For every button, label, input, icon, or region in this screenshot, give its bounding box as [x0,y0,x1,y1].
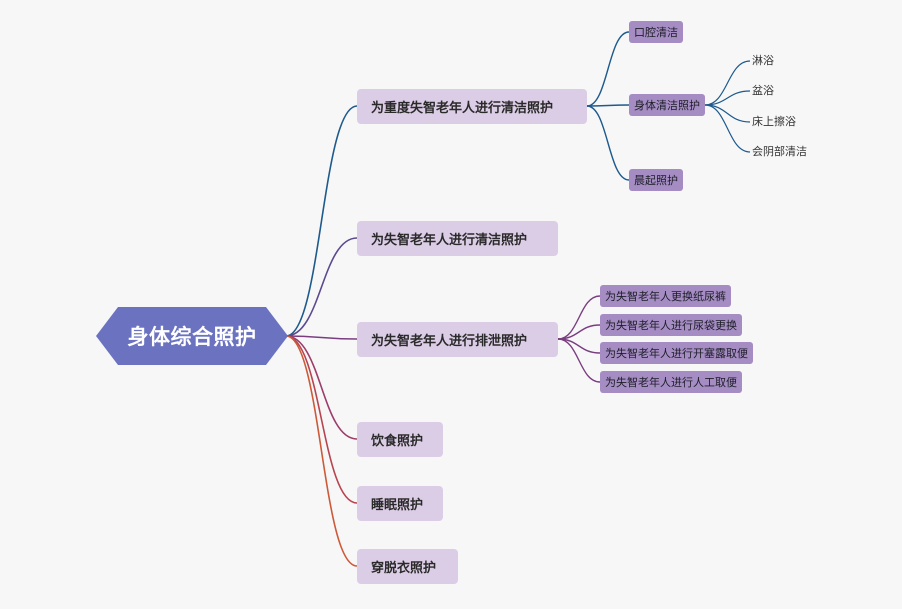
branch-node-5[interactable]: 睡眠照护 [357,486,443,521]
branch-node-4[interactable]: 饮食照护 [357,422,443,457]
leaf-node[interactable]: 床上擦浴 [752,115,796,128]
leaf-connector [704,104,751,123]
subtopic-node[interactable]: 为失智老年人进行开塞露取便 [600,342,753,364]
subtopic-connector [557,295,601,340]
root-branch-connector [285,335,358,440]
branch-label: 饮食照护 [371,434,424,449]
subtopic-node[interactable]: 为失智老年人进行尿袋更换 [600,314,742,336]
root-branch-connector [285,335,358,504]
root-hexagon-shape [96,307,288,365]
leaf-connector [704,104,751,153]
root-branch-connector [285,237,358,337]
subtopic-node[interactable]: 为失智老年人进行人工取便 [600,371,742,393]
branch-node-2[interactable]: 为失智老年人进行清洁照护 [357,221,558,256]
leaf-node[interactable]: 盆浴 [752,84,774,97]
branch-label: 为重度失智老年人进行清洁照护 [371,101,554,116]
branch-node-3[interactable]: 为失智老年人进行排泄照护 [357,322,558,357]
root-branch-connector [285,105,358,337]
leaf-node[interactable]: 会阴部清洁 [752,145,807,158]
branch-label: 为失智老年人进行排泄照护 [371,334,528,349]
branch-node-1[interactable]: 为重度失智老年人进行清洁照护 [357,89,587,124]
subtopic-node[interactable]: 晨起照护 [629,169,683,191]
leaf-node[interactable]: 淋浴 [752,54,774,67]
root-label: 身体综合照护 [127,325,257,349]
leaf-connector [704,90,751,106]
subtopic-node[interactable]: 为失智老年人更换纸尿裤 [600,285,731,307]
subtopic-connector [586,105,630,181]
subtopic-node[interactable]: 身体清洁照护 [629,94,705,116]
subtopic-connector [586,104,630,107]
root-node[interactable]: 身体综合照护 [96,307,288,365]
branch-label: 穿脱衣照护 [371,561,437,576]
branch-label: 为失智老年人进行清洁照护 [371,233,528,248]
branch-label: 睡眠照护 [371,498,424,513]
subtopic-connector [586,31,630,107]
leaf-connector [704,60,751,106]
root-branch-connector [285,335,358,340]
branch-node-6[interactable]: 穿脱衣照护 [357,549,458,584]
subtopic-connector [557,338,601,383]
root-branch-connector [285,335,358,567]
subtopic-node[interactable]: 口腔清洁 [629,21,683,43]
